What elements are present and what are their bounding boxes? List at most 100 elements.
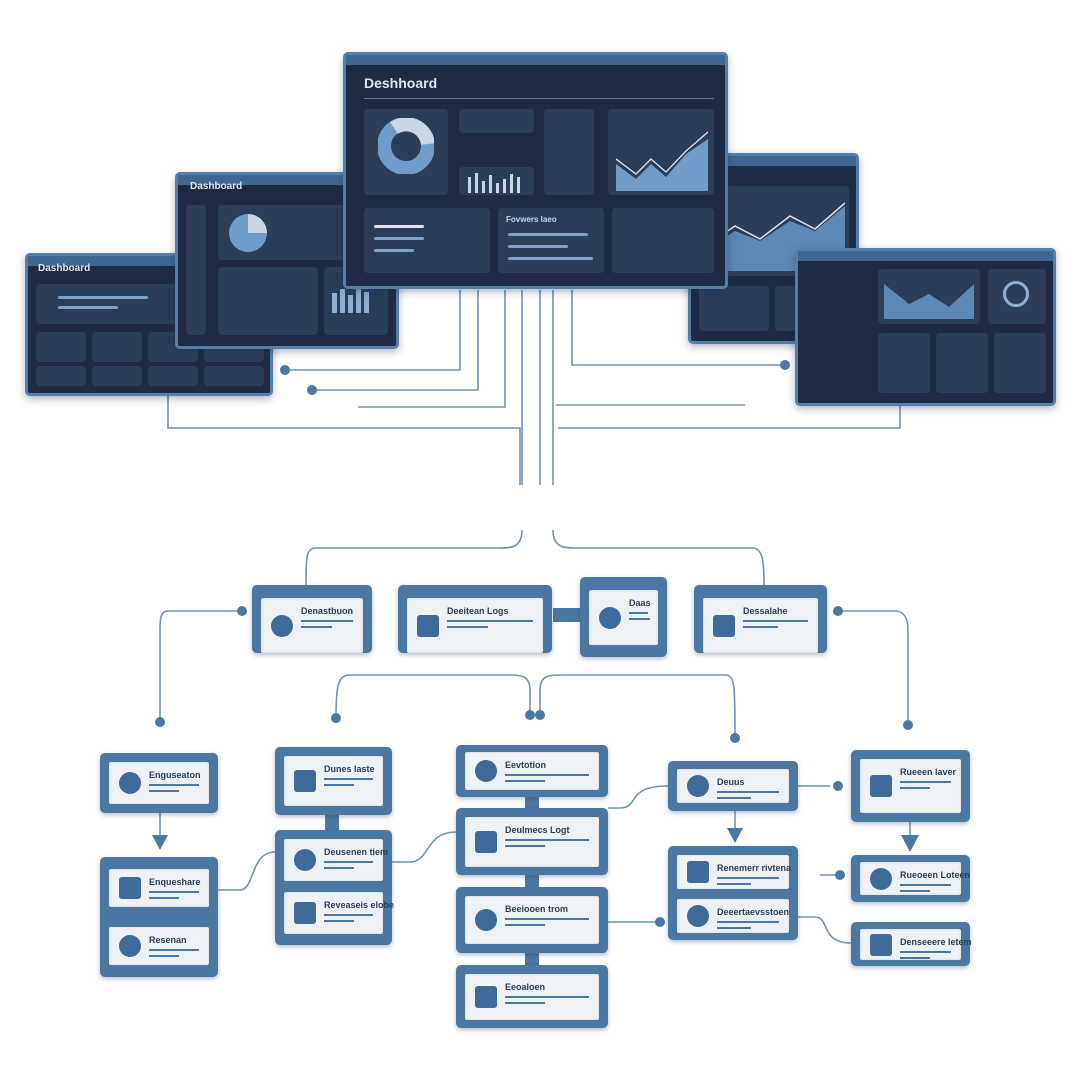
node-label: Dunes laste: [324, 764, 375, 774]
flow-node-top-row[interactable]: Deeitean Logs: [398, 585, 552, 653]
flow-node-top-row[interactable]: Dessalahe: [694, 585, 827, 653]
dashboard-window-main[interactable]: Deshhoard Fovwers laeo: [343, 52, 728, 289]
text-line: [900, 951, 951, 953]
window-title: Dashboard: [38, 263, 91, 274]
node-label: Eevtotion: [505, 760, 547, 770]
text-line: [505, 845, 546, 847]
text-line: [900, 781, 951, 783]
flow-node-card[interactable]: Dunes laste: [284, 756, 383, 806]
text-line: [324, 778, 373, 780]
node-icon: [870, 867, 892, 890]
node-icon: [687, 905, 709, 927]
flow-node-card[interactable]: Enqueshare: [109, 869, 209, 907]
text-line: [149, 955, 179, 957]
text-line: [505, 996, 589, 998]
text-line: [629, 618, 650, 620]
flow-node-far-right[interactable]: Rueeen laver: [851, 750, 970, 822]
text-line: [505, 780, 546, 782]
dashboard-window-5[interactable]: [795, 248, 1056, 406]
node-icon: [119, 935, 141, 957]
flow-node-card[interactable]: Beeiooen trom: [465, 896, 599, 944]
text-line: [505, 839, 589, 841]
flow-node-card[interactable]: Resenan: [109, 927, 209, 965]
text-line: [717, 877, 779, 879]
text-line: [900, 884, 951, 886]
text-line: [717, 927, 751, 929]
flow-node-card[interactable]: Deulmecs Logt: [465, 817, 599, 867]
text-line: [717, 797, 751, 799]
text-line: [505, 1002, 546, 1004]
flow-node-card[interactable]: Deusenen tiem: [284, 839, 388, 881]
flow-node-far-right[interactable]: Denseeere letem: [851, 922, 972, 966]
node-icon: [475, 760, 497, 782]
node-icon: [294, 902, 316, 924]
flow-node-center[interactable]: Eeoaloen: [456, 965, 608, 1028]
text-line: [149, 897, 179, 899]
flow-node-card[interactable]: Enguseaton: [109, 762, 209, 804]
node-icon: [119, 877, 141, 899]
text-line: [743, 620, 808, 622]
bar-chart-icon: [332, 287, 369, 313]
flow-node-card[interactable]: Deeertaevsstoen: [677, 899, 789, 933]
node-icon: [294, 770, 316, 792]
flow-node-center[interactable]: Beeiooen trom: [456, 887, 608, 953]
flow-node-center[interactable]: Eevtotion: [456, 745, 608, 797]
flow-node-far-right[interactable]: Rueoeen Loteen: [851, 855, 970, 902]
flow-node-left[interactable]: Enguseaton: [100, 753, 218, 813]
text-line: [324, 920, 354, 922]
flow-node-card[interactable]: Daas: [589, 590, 658, 645]
text-line: [324, 867, 354, 869]
node-icon: [271, 614, 293, 637]
flow-node-card[interactable]: Rueoeen Loteen: [860, 862, 970, 895]
node-label: Dessalahe: [743, 606, 788, 616]
flow-node-card[interactable]: Rueeen laver: [860, 759, 961, 813]
text-line: [505, 918, 589, 920]
node-label: Deusenen tiem: [324, 847, 389, 857]
text-line: [301, 620, 353, 622]
node-icon: [475, 909, 497, 931]
text-line: [301, 626, 332, 628]
flow-node-center[interactable]: Deulmecs Logt: [456, 808, 608, 875]
text-line: [505, 924, 546, 926]
text-line: [149, 784, 199, 786]
donut-chart-icon: [378, 118, 434, 174]
flow-node-card[interactable]: Denastbuon: [261, 598, 363, 653]
bar-chart-icon: [468, 173, 520, 193]
node-icon: [687, 775, 709, 797]
node-label: Reveaseis elobe: [324, 900, 395, 910]
node-label: Deuus: [717, 777, 745, 787]
node-label: Denastbuon: [301, 606, 354, 616]
flow-node-right[interactable]: Deuus: [668, 761, 798, 811]
flow-node-card[interactable]: Eeoaloen: [465, 974, 599, 1020]
window-title: Deshhoard: [364, 75, 438, 91]
flow-node-card[interactable]: Dessalahe: [703, 598, 818, 653]
text-line: [717, 791, 779, 793]
node-label: Daas: [629, 598, 651, 608]
node-label: Renemerr rivtena: [717, 863, 792, 873]
flow-node-card[interactable]: Deuus: [677, 769, 789, 803]
settings-icon: [1003, 281, 1029, 307]
node-label: Rueoeen Loteen: [900, 870, 971, 880]
text-line: [900, 957, 931, 959]
flow-node-card[interactable]: Deeitean Logs: [407, 598, 543, 653]
flow-node-card[interactable]: Eevtotion: [465, 752, 599, 790]
flow-node-card[interactable]: Reveaseis elobe: [284, 892, 394, 934]
node-icon: [713, 614, 735, 637]
node-icon: [687, 861, 709, 883]
text-line: [149, 891, 199, 893]
node-label: Rueeen laver: [900, 767, 957, 777]
text-line: [629, 612, 648, 614]
flow-node-card[interactable]: Renemerr rivtena: [677, 855, 792, 889]
text-line: [743, 626, 778, 628]
area-chart-icon: [884, 284, 974, 319]
flow-node-top-row[interactable]: Daas: [580, 577, 667, 657]
area-chart-icon: [616, 131, 708, 191]
flow-node-top-row[interactable]: Denastbuon: [252, 585, 372, 653]
flow-node-card[interactable]: Denseeere letem: [860, 929, 972, 960]
node-label: Deeitean Logs: [447, 606, 509, 616]
flow-node-mid[interactable]: Dunes laste: [275, 747, 392, 815]
